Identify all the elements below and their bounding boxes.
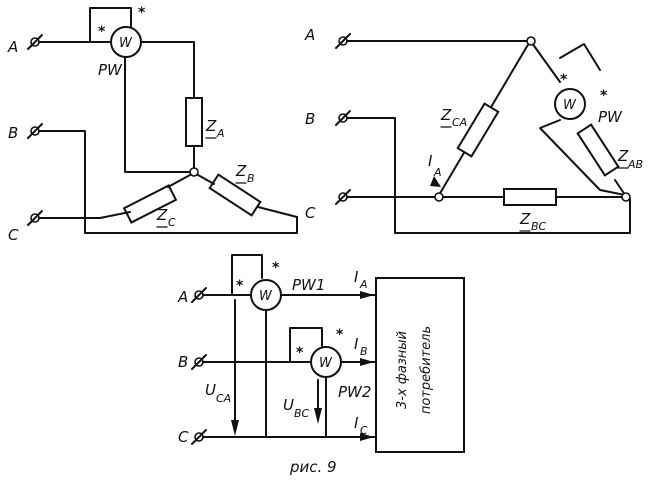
svg-text:Z: Z [156,206,168,224]
svg-text:CA: CA [216,392,231,405]
terminal-a-bottom: A [177,287,207,306]
terminal-c-label: C [305,204,316,222]
svg-text:U: U [205,381,216,399]
wattmeter-symbol-delta: W [563,98,577,113]
terminal-b-label: B [8,124,18,142]
wattmeter-name-delta: PW [598,108,623,126]
wattmeter-name-pw2: PW2 [338,383,371,401]
wattmeter-symbol-pw1: W [259,289,273,304]
star-neutral-node [189,167,199,177]
delta-node-c [434,192,444,202]
current-label-ic-bottom: I C [354,414,368,437]
impedance-label-zbc: Z BC [519,210,547,233]
svg-text:B: B [247,172,255,185]
two-wattmeter-circuit: A B C [177,254,465,453]
svg-text:A: A [433,166,442,179]
current-arrow-ia-bottom [360,291,374,299]
polarity-mark: * [272,260,280,276]
figure-caption: рис. 9 [289,458,337,476]
voltage-label-ubc: U BC [283,396,310,420]
voltage-arrow-ubc [314,408,322,424]
delta-node-a [526,36,536,46]
svg-text:Z: Z [235,162,247,180]
wattmeter-name-star: PW [98,61,123,79]
current-arrow-ic-bottom [360,433,374,441]
terminal-c-star: C [8,210,43,244]
svg-text:A: A [359,278,368,291]
polarity-mark: * [98,24,106,40]
wattmeter-delta [554,88,586,120]
star-circuit: A B C [7,5,298,244]
impedance-label-zab: Z AB [617,147,643,171]
impedance-label-za: Z A [205,117,225,140]
svg-text:BC: BC [531,220,547,233]
terminal-b-delta: B [305,110,351,128]
wattmeter-symbol-pw2: W [319,356,333,371]
impedance-label-zca: Z CA [440,106,467,129]
svg-text:AB: AB [627,158,643,171]
current-arrow-ib-bottom [360,358,374,366]
voltage-label-uca: U CA [205,381,231,405]
svg-text:I: I [428,152,433,170]
load-box [375,277,465,453]
svg-text:I: I [354,335,359,353]
wattmeter-pw2 [310,346,342,378]
terminal-a-label: A [304,26,315,44]
impedance-label-zb: Z B [235,162,255,185]
svg-text:Z: Z [519,210,531,228]
terminal-b-label: B [305,110,315,128]
svg-text:C: C [168,216,176,229]
polarity-mark: * [138,5,146,21]
impedance-zc-star [122,184,178,224]
wattmeter-symbol-star: W [119,36,133,51]
svg-text:U: U [283,396,294,414]
terminal-c-delta: C [305,189,351,222]
impedance-zab-delta [576,123,620,177]
impedance-label-zc: Z C [156,206,176,229]
wattmeter-name-pw1: PW1 [292,276,325,294]
voltage-arrow-uca [231,420,239,436]
wattmeter-star [110,26,142,58]
impedance-zb-star [208,173,262,217]
polarity-mark: * [236,278,244,294]
wattmeter-pw1 [250,279,282,311]
svg-text:C: C [360,424,368,437]
svg-text:I: I [354,414,359,432]
impedance-zca-delta [456,102,500,158]
svg-text:I: I [354,268,359,286]
delta-node-b [621,192,631,202]
terminal-b-bottom: B [178,353,207,371]
delta-circuit: A B C [304,26,643,234]
svg-text:A: A [216,127,225,140]
terminal-c-bottom: C [178,428,207,446]
impedance-zbc-delta [503,188,557,206]
impedance-za-star [185,97,203,147]
terminal-b-label: B [178,353,188,371]
terminal-a-label: A [7,38,18,56]
current-label-ia-bottom: I A [354,268,368,291]
svg-text:B: B [360,345,368,358]
polarity-mark: * [600,88,608,104]
load-label-line2: потребитель [419,326,434,414]
polarity-mark: * [336,327,344,343]
svg-text:Z: Z [440,106,452,124]
current-label-ib-bottom: I B [354,335,368,358]
current-label-ia: I A [428,152,442,179]
polarity-mark: * [296,345,304,361]
load-label-line1: 3-х фазный [395,331,410,409]
terminal-a-label: A [177,288,188,306]
polarity-mark: * [560,72,568,88]
terminal-c-label: C [8,226,19,244]
terminal-c-label: C [178,428,189,446]
svg-text:Z: Z [617,147,629,165]
terminal-b-star: B [8,123,43,142]
svg-text:Z: Z [205,117,217,135]
svg-text:BC: BC [294,407,310,420]
terminal-a-star: A [7,34,43,56]
terminal-a-delta: A [304,26,351,49]
svg-text:CA: CA [452,116,467,129]
current-arrow-ia [430,176,441,187]
